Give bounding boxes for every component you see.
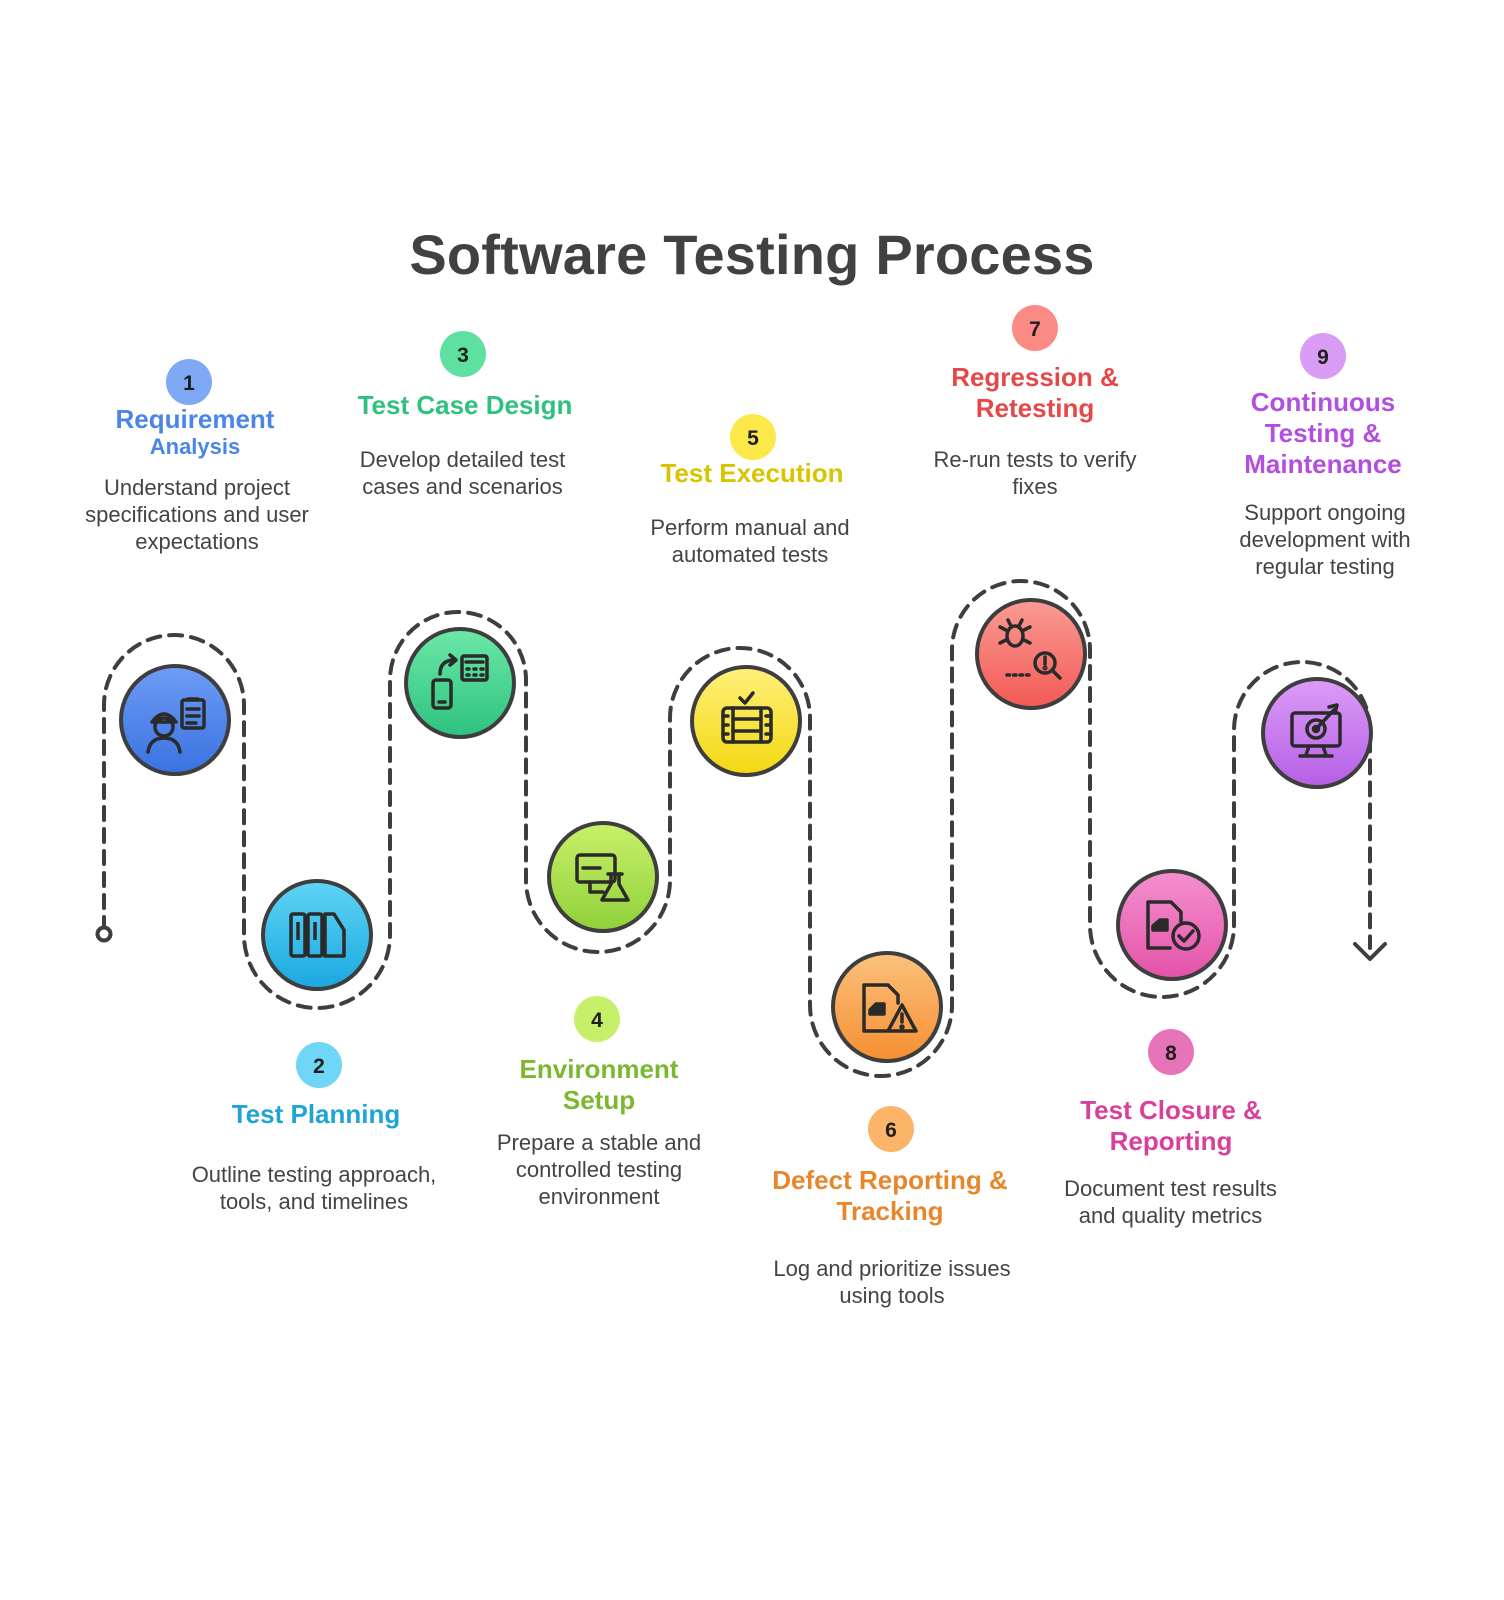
step-9-badge: 9 (1300, 333, 1346, 379)
step-8-description: Document test results and quality metric… (1064, 1176, 1277, 1228)
step-1-number: 1 (183, 372, 195, 395)
step-5-number: 5 (747, 427, 759, 450)
path-start-marker (95, 925, 113, 943)
document-warning-icon (862, 983, 918, 1033)
step-2-badge: 2 (296, 1042, 342, 1088)
engineer-clipboard-icon (146, 697, 206, 754)
computer-flask-icon (575, 853, 630, 902)
step-2-node (261, 879, 373, 991)
step-5-node (690, 665, 802, 777)
step-8-node (1116, 869, 1228, 981)
binders-icon (289, 912, 346, 958)
step-7-node (975, 598, 1087, 710)
step-2-title: Test Planning (231, 1099, 401, 1129)
step-9-title: Continuous Testing & Maintenance (1244, 387, 1402, 479)
step-1-description: Understand project specifications and us… (85, 475, 309, 554)
step-7-description: Re-run tests to verify fixes (933, 447, 1137, 499)
process-path (102, 579, 1372, 1078)
film-checkmark-icon (721, 691, 773, 744)
step-2-number: 2 (313, 1055, 325, 1078)
step-1-node (119, 664, 231, 776)
step-3-title: Test Case Design (357, 390, 573, 420)
step-3-number: 3 (457, 344, 469, 367)
step-4-description: Prepare a stable and controlled testing … (496, 1130, 702, 1209)
step-1-badge: 1 (166, 359, 212, 405)
step-7-title: Regression & Retesting (951, 362, 1119, 423)
step-3-badge: 3 (440, 331, 486, 377)
step-6-node (831, 951, 943, 1063)
step-6-title: Defect Reporting & Tracking (772, 1165, 1008, 1226)
step-6-badge: 6 (868, 1106, 914, 1152)
step-1-title: Requirement Analysis (65, 404, 325, 459)
step-8-number: 8 (1165, 1042, 1177, 1065)
step-9-node (1261, 677, 1373, 789)
step-9-number: 9 (1317, 346, 1329, 369)
step-4-badge: 4 (574, 996, 620, 1042)
monitor-target-icon (1290, 703, 1342, 758)
step-3-description: Develop detailed test cases and scenario… (359, 447, 566, 499)
document-check-icon (1146, 900, 1201, 951)
step-4-number: 4 (591, 1009, 603, 1032)
step-1-title-main: Requirement (115, 404, 275, 434)
step-9-description: Support ongoing development with regular… (1239, 500, 1411, 579)
mobile-calculator-icon (431, 653, 489, 710)
step-7-number: 7 (1029, 318, 1041, 341)
step-5-title: Test Execution (660, 458, 844, 488)
step-2-description: Outline testing approach, tools, and tim… (191, 1162, 437, 1214)
bug-search-icon (998, 618, 1062, 680)
page-title: Software Testing Process (409, 223, 1095, 286)
step-8-badge: 8 (1148, 1029, 1194, 1075)
step-4-title: Environment Setup (519, 1054, 679, 1115)
step-3-node (404, 627, 516, 739)
step-4-node (547, 821, 659, 933)
step-8-title: Test Closure & Reporting (1080, 1095, 1262, 1156)
step-5-badge: 5 (730, 414, 776, 460)
step-6-description: Log and prioritize issues using tools (773, 1256, 1011, 1308)
step-6-number: 6 (885, 1119, 897, 1142)
path-end-arrow (1353, 942, 1387, 961)
step-5-description: Perform manual and automated tests (650, 515, 850, 567)
step-7-badge: 7 (1012, 305, 1058, 351)
step-1-title-sub: Analysis (149, 434, 241, 459)
